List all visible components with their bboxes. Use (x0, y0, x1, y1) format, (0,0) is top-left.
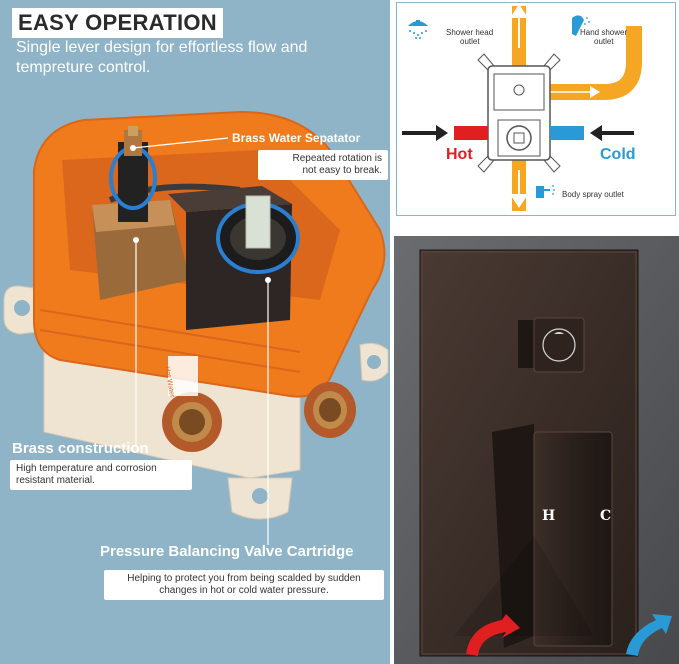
shower-head-line1: Shower head (446, 28, 494, 37)
hot-label: Hot (446, 146, 473, 163)
hand-shower-line2: outlet (594, 37, 614, 46)
cartridge-desc-line2: changes in hot or cold water pressure. (159, 585, 329, 596)
separator-desc-line1: Repeated rotation is (292, 153, 382, 164)
flow-diagram-panel: Shower head outlet Hand shower outlet Ho… (394, 0, 679, 217)
brass-desc-line1: High temperature and corrosion (16, 463, 157, 474)
cold-label: Cold (600, 146, 636, 163)
trim-photo (394, 236, 679, 664)
shower-head-line2: outlet (460, 37, 480, 46)
trim-photo-panel: H C (394, 236, 679, 664)
cartridge-callout-title: Pressure Balancing Valve Cartridge (100, 543, 354, 560)
hand-shower-label: Hand shower outlet (580, 28, 627, 46)
brass-callout-desc: High temperature and corrosion resistant… (10, 460, 192, 490)
flow-diagram (402, 4, 642, 211)
feature-subtitle: Single lever design for effortless flow … (16, 39, 308, 76)
hot-lever-mark: H (542, 508, 556, 524)
feature-title: EASY OPERATION (12, 8, 223, 38)
cartridge-desc-line1: Helping to protect you from being scalde… (127, 573, 361, 584)
body-spray-label: Body spray outlet (562, 190, 624, 199)
separator-callout-desc: Repeated rotation is not easy to break. (258, 150, 388, 180)
diagram-frame (396, 2, 676, 216)
brass-callout-title: Brass construction (12, 440, 149, 457)
brass-desc-line2: resistant material. (16, 475, 95, 486)
separator-desc-line2: not easy to break. (302, 165, 383, 176)
cartridge-callout-desc: Helping to protect you from being scalde… (104, 570, 384, 600)
hand-shower-line1: Hand shower (580, 28, 628, 37)
shower-head-label: Shower head outlet (446, 28, 493, 46)
valve-body-illustration (3, 110, 389, 545)
cold-lever-mark: C (600, 508, 612, 524)
separator-callout-title: Brass Water Sepatator (232, 131, 361, 145)
feature-panel: EASY OPERATION Single lever design for e… (0, 0, 390, 664)
